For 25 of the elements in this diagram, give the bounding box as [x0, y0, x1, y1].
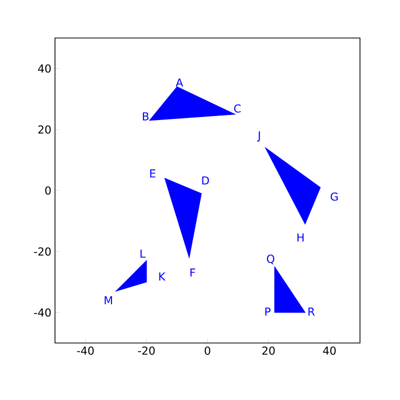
- vertex-label: P: [265, 308, 271, 316]
- tick-label: 40: [38, 64, 51, 73]
- tick-label: 20: [38, 125, 51, 134]
- vertex-label: D: [202, 176, 209, 184]
- tick-label: -40: [34, 308, 51, 317]
- vertex-label: R: [308, 308, 315, 316]
- tick-label: -40: [77, 346, 94, 355]
- tick-label: 40: [323, 346, 336, 355]
- vertex-label: B: [142, 112, 149, 120]
- vertex-label: H: [297, 233, 304, 242]
- vertex-label: L: [140, 250, 146, 258]
- vertex-label: G: [330, 192, 338, 201]
- vertex-label: F: [190, 268, 196, 277]
- tick-label: -20: [34, 247, 51, 256]
- tick-label: -20: [138, 346, 155, 355]
- vertex-label: K: [159, 272, 166, 280]
- tick-label: 20: [262, 346, 275, 355]
- vertex-label: A: [176, 78, 184, 87]
- vertex-label: Q: [266, 254, 274, 264]
- vertex-label: C: [234, 104, 241, 113]
- vertex-label: M: [104, 296, 112, 304]
- vertex-label: J: [257, 131, 260, 142]
- tick-label: 0: [204, 346, 210, 355]
- tick-label: 0: [45, 186, 51, 195]
- vertex-label: E: [150, 169, 156, 178]
